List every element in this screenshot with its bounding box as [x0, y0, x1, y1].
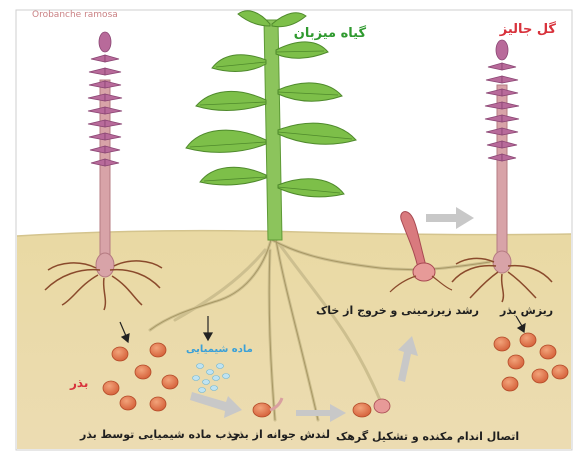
left-broomrape-tubercle: [96, 253, 114, 277]
right-broomrape-stem: [497, 85, 507, 257]
host-plant-label: گیاه میزبان: [294, 26, 366, 41]
attachment-label: اتصال اندام مکنده و تشکیل گرهک: [336, 430, 519, 443]
chemical-substance-label: ماده شیمیایی: [186, 344, 253, 355]
parasite-plant-label: گل جالیز: [500, 22, 556, 37]
germination-label: لندش جوانه از بذر: [232, 428, 330, 441]
underground-growth-label: رشد زیرزمینی و خروج از خاک: [316, 304, 479, 317]
seed-label: بذر: [70, 376, 88, 390]
cut-off-header-label: Orobanche ramosa: [32, 10, 142, 20]
absorb-chemical-label: جذب ماده شیمیایی توسط بذر: [80, 428, 241, 441]
right-broomrape-tubercle: [493, 251, 511, 273]
seed-dispersal-label: ریزش بذر: [500, 304, 553, 317]
